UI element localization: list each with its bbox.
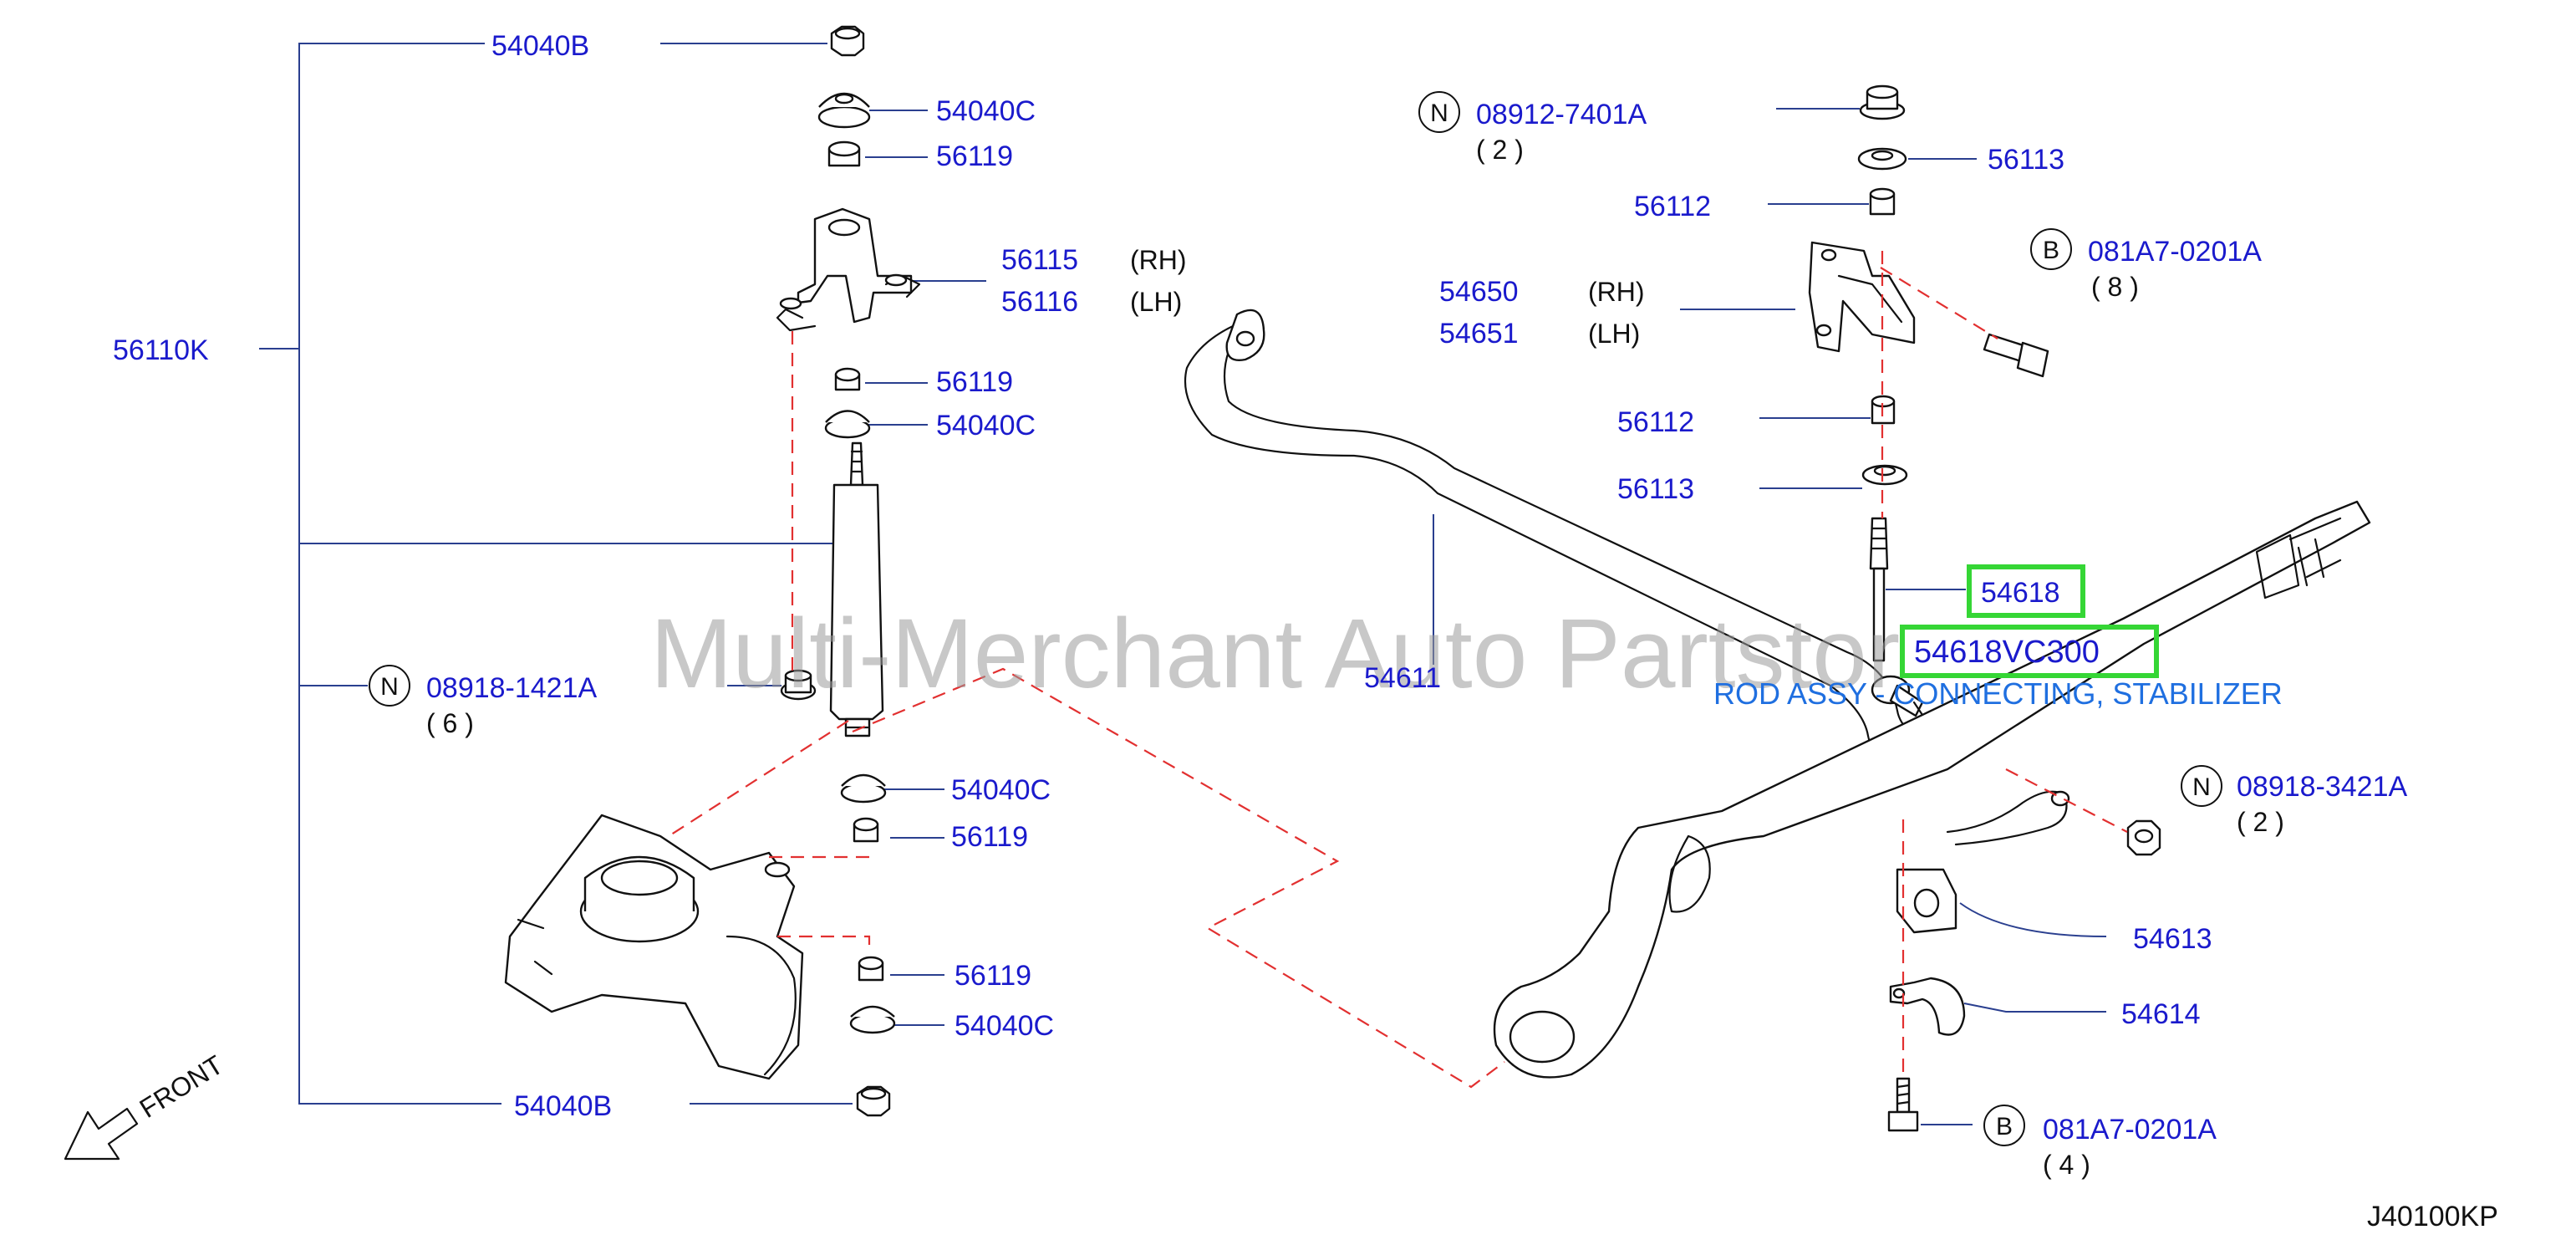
quantity-label: ( 6 )	[426, 708, 474, 738]
quantity-label: ( 4 )	[2043, 1150, 2090, 1180]
left-leaders	[660, 43, 986, 1105]
part-highlight-boxes	[1900, 564, 2159, 678]
shock-absorber-icon	[829, 441, 884, 737]
part-link-56113-2[interactable]: 56113	[1617, 473, 1694, 505]
washer-icon	[853, 817, 879, 843]
badge-n-icon: N	[1418, 91, 1460, 133]
quantity-label: ( 2 )	[1476, 135, 1524, 165]
bolt-icon	[1983, 333, 2049, 378]
badge-b-icon: B	[1983, 1105, 2025, 1146]
diagram-code: J40100KP	[2367, 1201, 2498, 1232]
badge-letter: B	[1996, 1113, 2013, 1140]
bushing-icon	[824, 410, 871, 439]
watermark-text: Multi-Merchant Auto Partstor	[650, 599, 1900, 709]
part-link-56115[interactable]: 56115	[1001, 244, 1078, 276]
part-link-56119-2[interactable]: 56119	[936, 366, 1013, 398]
part-link-54651[interactable]: 54651	[1439, 318, 1519, 350]
right-labels: N 08912-7401A ( 2 ) 56113 56112 B 081A7-…	[1364, 91, 2498, 1232]
highlight-box-54618	[1967, 564, 2085, 618]
badge-letter: N	[1430, 99, 1448, 127]
part-link-54611[interactable]: 54611	[1364, 662, 1441, 694]
part-link-56119-3[interactable]: 56119	[951, 821, 1028, 853]
side-qualifier-rh: (RH)	[1588, 277, 1645, 307]
badge-letter: B	[2043, 237, 2059, 264]
part-link-56110K[interactable]: 56110K	[113, 334, 209, 366]
side-qualifier-lh: (LH)	[1130, 287, 1182, 317]
part-link-54618[interactable]: 54618	[1981, 577, 2060, 609]
left-bracket	[259, 43, 836, 1105]
bushing-icon	[1869, 187, 1896, 216]
badge-b-icon: B	[2030, 228, 2072, 270]
badge-letter: N	[380, 673, 399, 701]
part-link-081A7-0201A-2[interactable]: 081A7-0201A	[2043, 1114, 2217, 1146]
part-link-54040C-3[interactable]: 54040C	[951, 774, 1051, 806]
highlight-box-54618VC300	[1900, 625, 2159, 678]
lower-arm-icon	[1493, 500, 2371, 1079]
part-link-54614[interactable]: 54614	[2121, 998, 2201, 1030]
upper-mount-bracket-icon	[776, 207, 921, 332]
axle-mount-icon	[504, 814, 804, 1080]
left-labels: 54040B 54040C 56119 56115 (RH) 56116 (LH…	[113, 30, 1187, 1122]
washer-icon	[858, 956, 884, 982]
part-link-08912-7401A[interactable]: 08912-7401A	[1476, 99, 1647, 130]
flange-nut-icon	[1859, 84, 1906, 120]
washer-icon	[834, 367, 861, 391]
badge-letter: N	[2192, 773, 2211, 801]
bushing-icon	[840, 773, 887, 804]
part-link-081A7-0201A-1[interactable]: 081A7-0201A	[2088, 236, 2262, 268]
washer-icon	[1861, 464, 1908, 486]
stabilizer-bracket-icon	[1808, 241, 1916, 353]
part-link-56119-1[interactable]: 56119	[936, 140, 1013, 172]
left-explode-lines	[668, 331, 1505, 1089]
part-link-54040B-bottom[interactable]: 54040B	[514, 1090, 612, 1122]
part-link-08918-3421A[interactable]: 08918-3421A	[2237, 771, 2408, 803]
part-description: ROD ASSY - CONNECTING, STABILIZER	[1713, 676, 2283, 711]
right-explode-lines	[1880, 251, 2128, 1079]
flange-nut-icon	[780, 669, 817, 701]
part-link-54040C-4[interactable]: 54040C	[955, 1010, 1054, 1042]
flange-nut-icon	[2126, 819, 2161, 856]
right-leaders	[1680, 108, 2107, 1125]
part-link-56119-4[interactable]: 56119	[955, 960, 1031, 992]
part-link-54040B-top[interactable]: 54040B	[491, 30, 589, 62]
part-link-54040C-2[interactable]: 54040C	[936, 410, 1036, 441]
stabilizer-bar-icon	[1184, 309, 2070, 846]
part-link-08918-1421A[interactable]: 08918-1421A	[426, 672, 598, 704]
bolt-icon	[1887, 1077, 1919, 1132]
badge-n-icon: N	[369, 665, 410, 707]
quantity-label: ( 2 )	[2237, 807, 2284, 837]
front-direction-indicator: FRONT	[64, 1049, 229, 1161]
front-arrow-icon	[64, 1107, 139, 1161]
part-link-54040C-1[interactable]: 54040C	[936, 95, 1036, 127]
bushing-icon	[817, 92, 871, 129]
part-link-56112-2[interactable]: 56112	[1617, 406, 1694, 438]
connecting-rod-icon	[1869, 517, 1924, 717]
part-link-54650[interactable]: 54650	[1439, 276, 1519, 308]
front-label: FRONT	[135, 1049, 229, 1124]
washer-icon	[827, 140, 861, 167]
nut-icon	[830, 25, 865, 57]
left-hardware	[504, 25, 921, 1117]
badge-n-icon: N	[2181, 765, 2222, 807]
part-link-54618VC300[interactable]: 54618VC300	[1914, 635, 2100, 670]
side-qualifier-rh: (RH)	[1130, 245, 1187, 275]
bushing-icon	[849, 1005, 896, 1034]
nut-icon	[856, 1085, 891, 1117]
clamp-icon	[1889, 977, 1966, 1036]
part-link-56113-1[interactable]: 56113	[1988, 144, 2064, 176]
part-link-54613[interactable]: 54613	[2133, 923, 2212, 955]
part-link-56116[interactable]: 56116	[1001, 286, 1078, 318]
part-link-56112-1[interactable]: 56112	[1634, 191, 1711, 222]
washer-icon	[1857, 147, 1907, 171]
side-qualifier-lh: (LH)	[1588, 319, 1640, 349]
quantity-label: ( 8 )	[2091, 272, 2139, 302]
bushing-icon	[1896, 868, 1957, 934]
